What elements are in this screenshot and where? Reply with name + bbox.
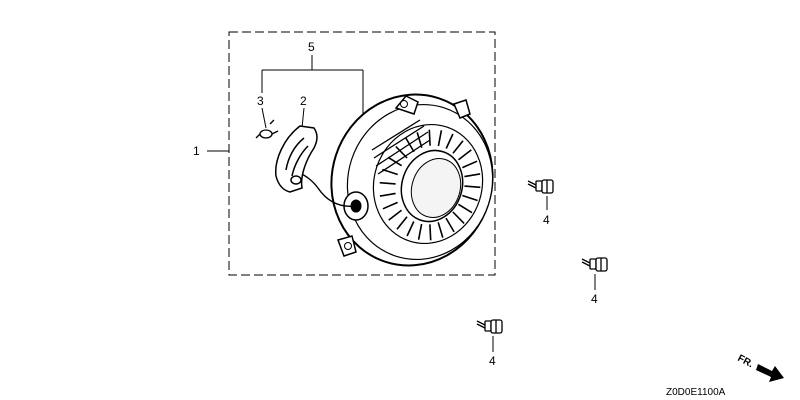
flange-bolt-middle <box>581 257 608 272</box>
leader-line-3 <box>261 107 267 129</box>
starter-rope <box>297 171 357 207</box>
louvre-slot <box>458 149 472 161</box>
louvre-slot <box>452 140 464 154</box>
drawing-code: Z0D0E1100A <box>666 387 726 398</box>
callout-4-upper: 4 <box>543 213 550 227</box>
front-direction-indicator: FR. <box>736 353 784 382</box>
front-arrow-icon <box>756 364 784 382</box>
callout-4-lower: 4 <box>489 354 496 368</box>
louvre-slot <box>417 223 423 240</box>
front-label: FR. <box>736 353 756 370</box>
callout-1: 1 <box>193 144 200 158</box>
callout-2: 2 <box>300 94 307 108</box>
housing-louvres <box>379 129 481 241</box>
louvre-slot <box>452 211 465 224</box>
louvre-slot <box>382 201 398 210</box>
recoil-starter-housing <box>330 93 494 267</box>
flange-bolt-lower <box>476 319 503 334</box>
louvre-slot <box>379 181 396 185</box>
assembly-boundary <box>228 31 496 276</box>
louvre-slot <box>382 168 398 176</box>
louvre-slot <box>462 194 478 202</box>
louvre-slot <box>437 130 443 147</box>
louvre-slot <box>464 185 481 189</box>
top-grille <box>371 119 431 175</box>
rope-fastener <box>255 119 279 139</box>
louvre-slot <box>379 192 396 197</box>
louvre-slot <box>445 133 454 149</box>
louvre-slot <box>396 216 408 230</box>
louvre-slot <box>428 129 431 146</box>
callout-4-middle: 4 <box>591 292 598 306</box>
louvre-slot <box>462 160 478 169</box>
louvre-slot <box>405 137 415 153</box>
louvre-slot <box>445 217 455 233</box>
louvre-slot <box>429 224 432 241</box>
flange-bolt-upper <box>527 179 554 194</box>
louvre-slot <box>437 222 444 238</box>
louvre-slot <box>457 203 473 214</box>
louvre-slot <box>388 209 402 221</box>
louvre-slot <box>464 173 481 178</box>
starter-grip <box>275 125 318 193</box>
callout-5: 5 <box>308 40 315 54</box>
leader-line-2 <box>301 107 305 129</box>
callout-3: 3 <box>257 94 264 108</box>
louvre-slot <box>406 221 415 237</box>
louvre-slot <box>387 156 403 167</box>
